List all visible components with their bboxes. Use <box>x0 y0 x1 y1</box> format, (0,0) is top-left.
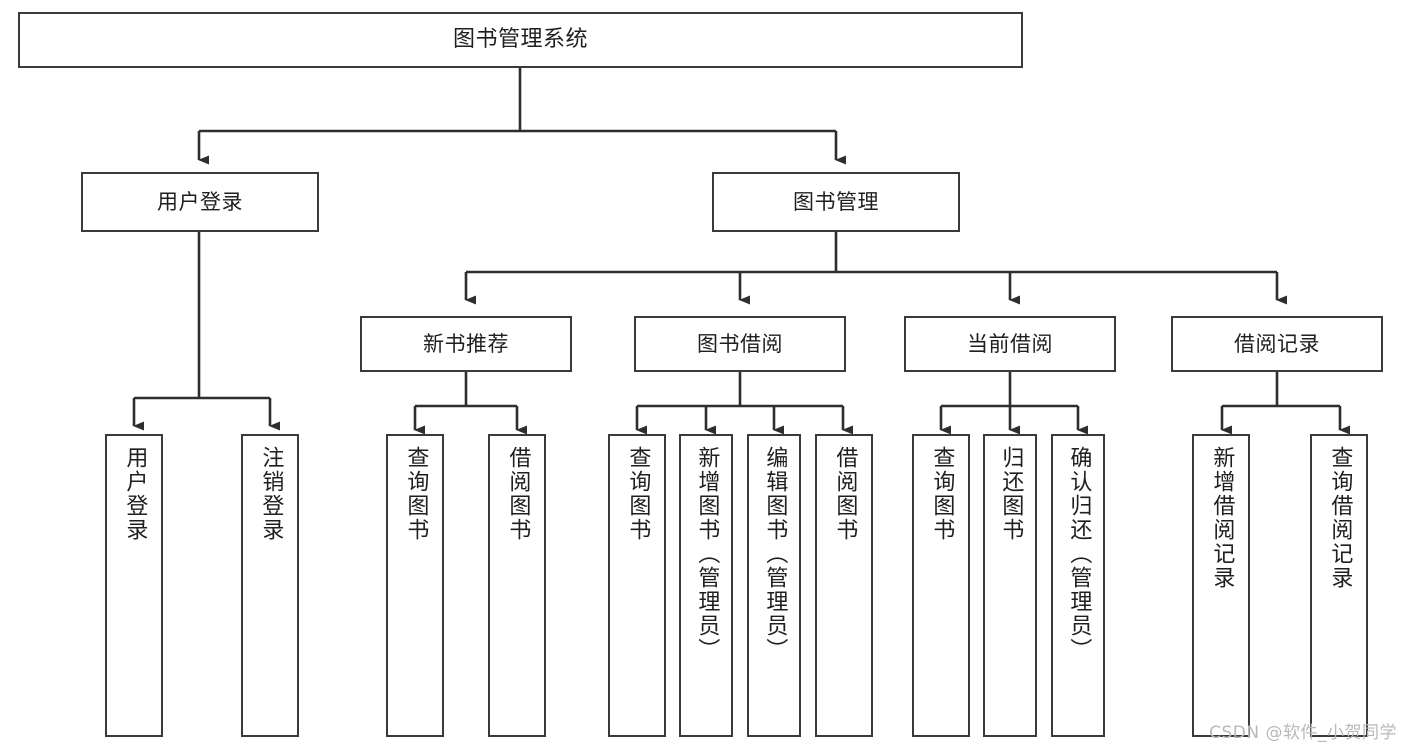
node-user-login[interactable]: 用户登录 <box>81 172 319 232</box>
node-label: 注销登录 <box>258 446 284 542</box>
node-book-management[interactable]: 图书管理 <box>712 172 960 232</box>
node-label: 确认归还（管理员） <box>1066 446 1092 662</box>
node-label: 归还图书 <box>998 446 1024 542</box>
leaf-borrow-book-borrow[interactable]: 借阅图书 <box>815 434 873 737</box>
node-label: 查询图书 <box>403 446 429 542</box>
leaf-confirm-return[interactable]: 确认归还（管理员） <box>1051 434 1105 737</box>
node-label: 当前借阅 <box>967 331 1053 356</box>
node-label: 用户登录 <box>157 189 243 214</box>
node-label: 图书管理 <box>793 189 879 214</box>
leaf-query-borrow-record[interactable]: 查询借阅记录 <box>1310 434 1368 737</box>
node-label: 查询图书 <box>929 446 955 542</box>
node-label: 借阅图书 <box>505 446 531 542</box>
node-label: 图书管理系统 <box>452 27 588 53</box>
leaf-query-book-current[interactable]: 查询图书 <box>912 434 970 737</box>
node-label: 借阅图书 <box>832 446 858 542</box>
leaf-borrow-book-recommend[interactable]: 借阅图书 <box>488 434 546 737</box>
node-new-book-recommend[interactable]: 新书推荐 <box>360 316 572 372</box>
node-root-system[interactable]: 图书管理系统 <box>18 12 1023 68</box>
node-label: 查询借阅记录 <box>1327 446 1353 590</box>
leaf-add-borrow-record[interactable]: 新增借阅记录 <box>1192 434 1250 737</box>
node-label: 编辑图书（管理员） <box>762 446 788 662</box>
leaf-return-book[interactable]: 归还图书 <box>983 434 1037 737</box>
node-current-borrow[interactable]: 当前借阅 <box>904 316 1116 372</box>
node-label: 图书借阅 <box>697 331 783 356</box>
node-label: 新增借阅记录 <box>1209 446 1235 590</box>
node-label: 用户登录 <box>122 446 148 542</box>
leaf-logout-login[interactable]: 注销登录 <box>241 434 299 737</box>
node-label: 借阅记录 <box>1234 331 1320 356</box>
node-label: 新书推荐 <box>423 331 509 356</box>
leaf-user-login[interactable]: 用户登录 <box>105 434 163 737</box>
leaf-add-book[interactable]: 新增图书（管理员） <box>679 434 733 737</box>
node-borrow-record[interactable]: 借阅记录 <box>1171 316 1383 372</box>
leaf-edit-book[interactable]: 编辑图书（管理员） <box>747 434 801 737</box>
leaf-query-book-recommend[interactable]: 查询图书 <box>386 434 444 737</box>
leaf-query-book-borrow[interactable]: 查询图书 <box>608 434 666 737</box>
node-label: 新增图书（管理员） <box>694 446 720 662</box>
node-book-borrow[interactable]: 图书借阅 <box>634 316 846 372</box>
node-label: 查询图书 <box>625 446 651 542</box>
